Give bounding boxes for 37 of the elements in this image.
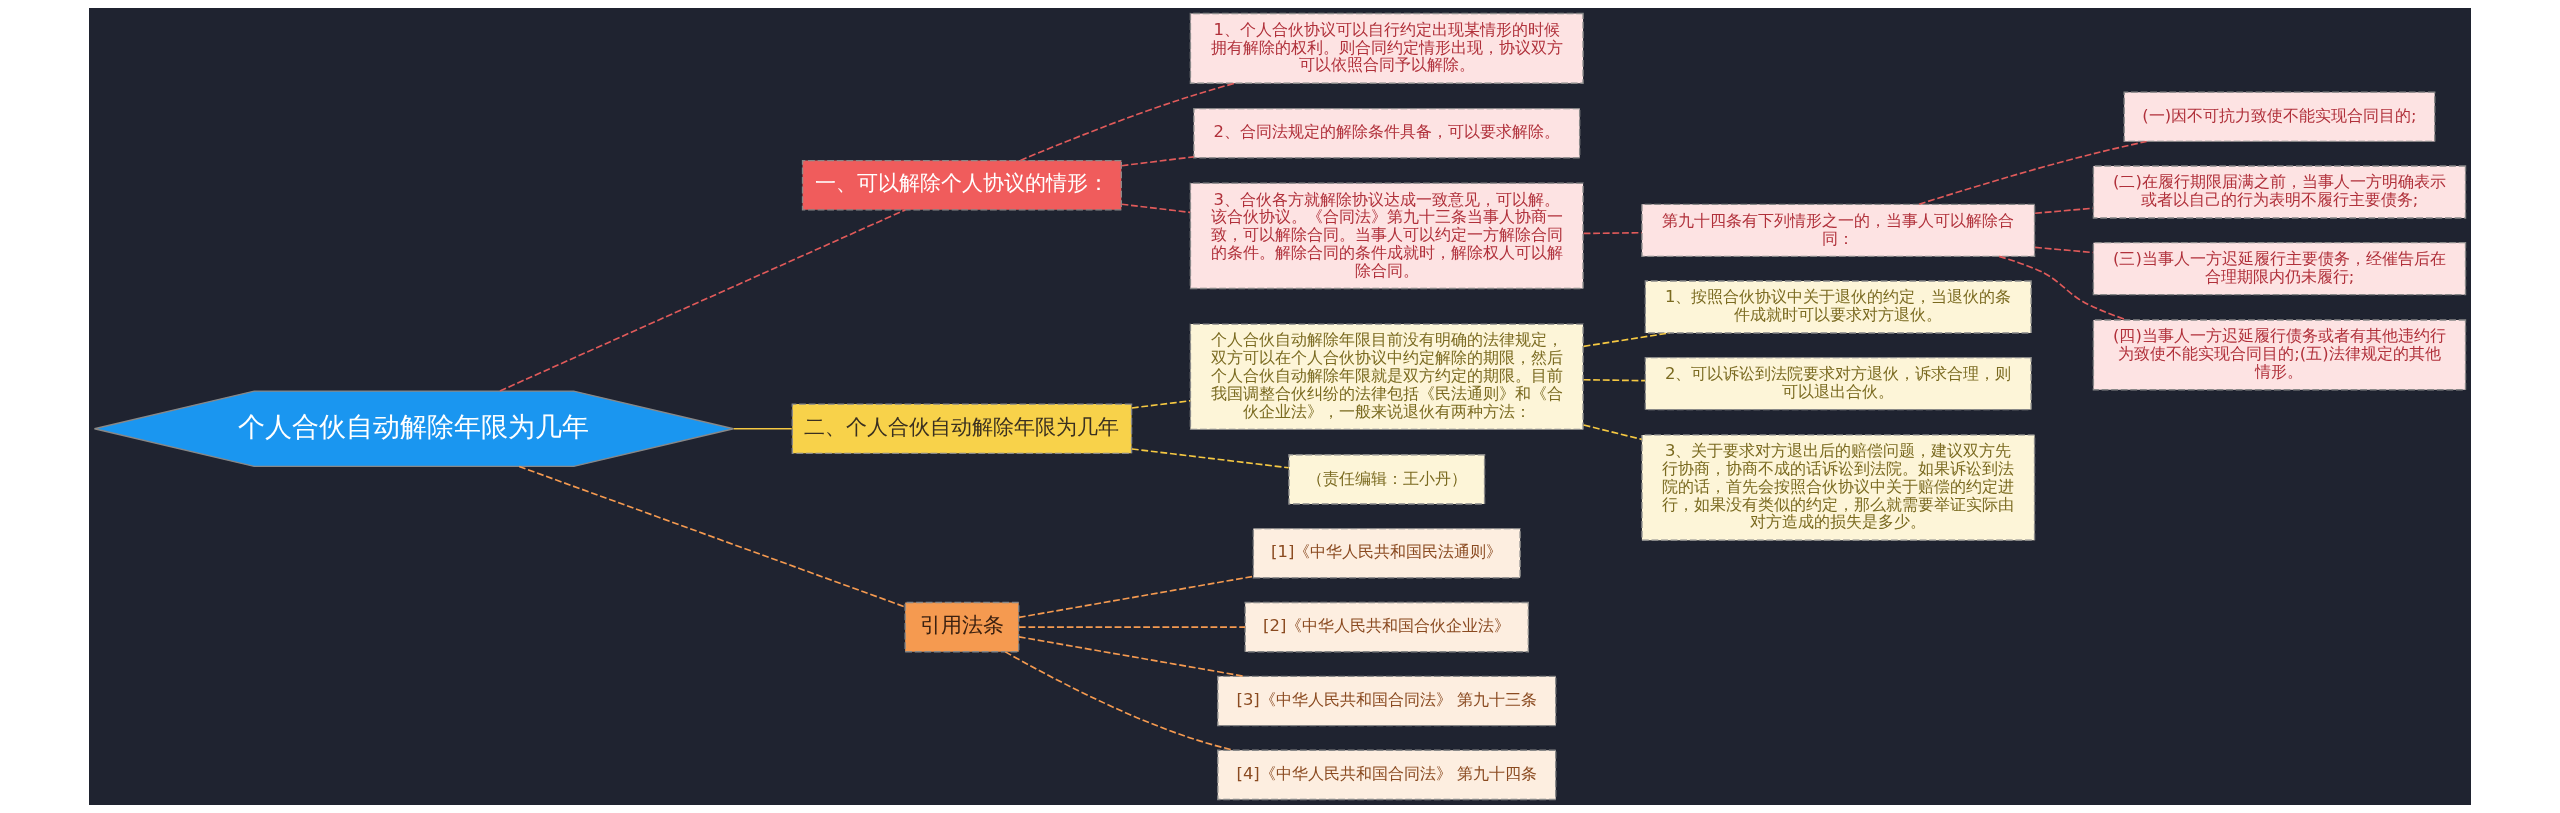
connector (518, 465, 906, 608)
node-box: 二、个人合伙自动解除年限为几年 (791, 403, 1133, 455)
connector (1120, 156, 1195, 167)
connector (1019, 82, 1236, 162)
node-box: 3、合伙各方就解除协议达成一致意见，可以解。该合伙协议。《合同法》第九十三条当事人协商一致，可以解除合同。当事人可以约定一方解除合同的条件。解除合同的条件成就时，解除权人可以解除合同。 (1189, 182, 1584, 290)
connector (1120, 203, 1191, 214)
node-box: 2、合同法规定的解除条件具备，可以要求解除。 (1193, 107, 1581, 159)
node-box: [3]《中华人民共和国合同法》 第九十三条 (1217, 675, 1557, 727)
node-box: (一)因不可抗力致使不能实现合同目的; (2123, 91, 2436, 143)
node-box: [4]《中华人民共和国合同法》 第九十四条 (1217, 749, 1557, 801)
connector (2034, 246, 2094, 254)
connector (499, 209, 907, 392)
node-box: 一、可以解除个人协议的情形： (801, 159, 1122, 211)
connector (1918, 140, 2148, 206)
node-box: 1、按照合伙协议中关于退伙的约定，当退伙的条件成就时可以要求对方退伙。 (1644, 280, 2032, 334)
connector (1582, 231, 1643, 235)
connector (1018, 636, 1246, 678)
connector (2034, 207, 2094, 215)
node-box: (三)当事人一方迟延履行主要债务，经催告后在合理期限内仍未履行; (2092, 241, 2467, 296)
node-box: 引用法条 (904, 601, 1020, 653)
connector (1131, 448, 1290, 469)
connector (1018, 626, 1246, 628)
node-box: 1、个人合伙协议可以自行约定出现某情形的时候拥有解除的权利。则合同约定情形出现，协议双方可以依照合同予以解除。 (1189, 12, 1584, 84)
connector (1582, 378, 1646, 382)
node-box: [1]《中华人民共和国民法通则》 (1252, 527, 1521, 579)
node-box: (四)当事人一方迟延履行债务或者有其他违约行为致使不能实现合同目的;(五)法律规定的其他情形。 (2092, 319, 2467, 391)
node-box: (二)在履行期限届满之前，当事人一方明确表示或者以自己的行为表明不履行主要债务; (2092, 165, 2467, 219)
node-box: 第九十四条有下列情形之一的，当事人可以解除合同： (1641, 203, 2036, 258)
connector (732, 427, 793, 430)
node-box: 3、关于要求对方退出后的赔偿问题，建议双方先行协商，协商不成的话诉讼到法院。如果诉讼到法院的话，首先会按照合伙协议中关于赔偿的约定进行，如果没有类似的约定，那么就需要举证实际由对方造成的损失是多少。 (1641, 434, 2036, 541)
connector (1131, 399, 1192, 409)
node-box: 个人合伙自动解除年限目前没有明确的法律规定，双方可以在个人合伙协议中约定解除的期限，然后个人合伙自动解除年限就是双方约定的期限。目前我国调整合伙纠纷的法律包括《民法通则》和《合伙企业法》，一般来说退伙有两种方法： (1189, 323, 1584, 431)
connector (1018, 575, 1255, 619)
node-box: [2]《中华人民共和国合伙企业法》 (1244, 601, 1530, 653)
node-box: 2、可以诉讼到法院要求对方退伙，诉求合理，则可以退出合伙。 (1644, 356, 2032, 411)
node-box: （责任编辑：王小丹） (1288, 454, 1486, 505)
connector (1582, 424, 1643, 441)
